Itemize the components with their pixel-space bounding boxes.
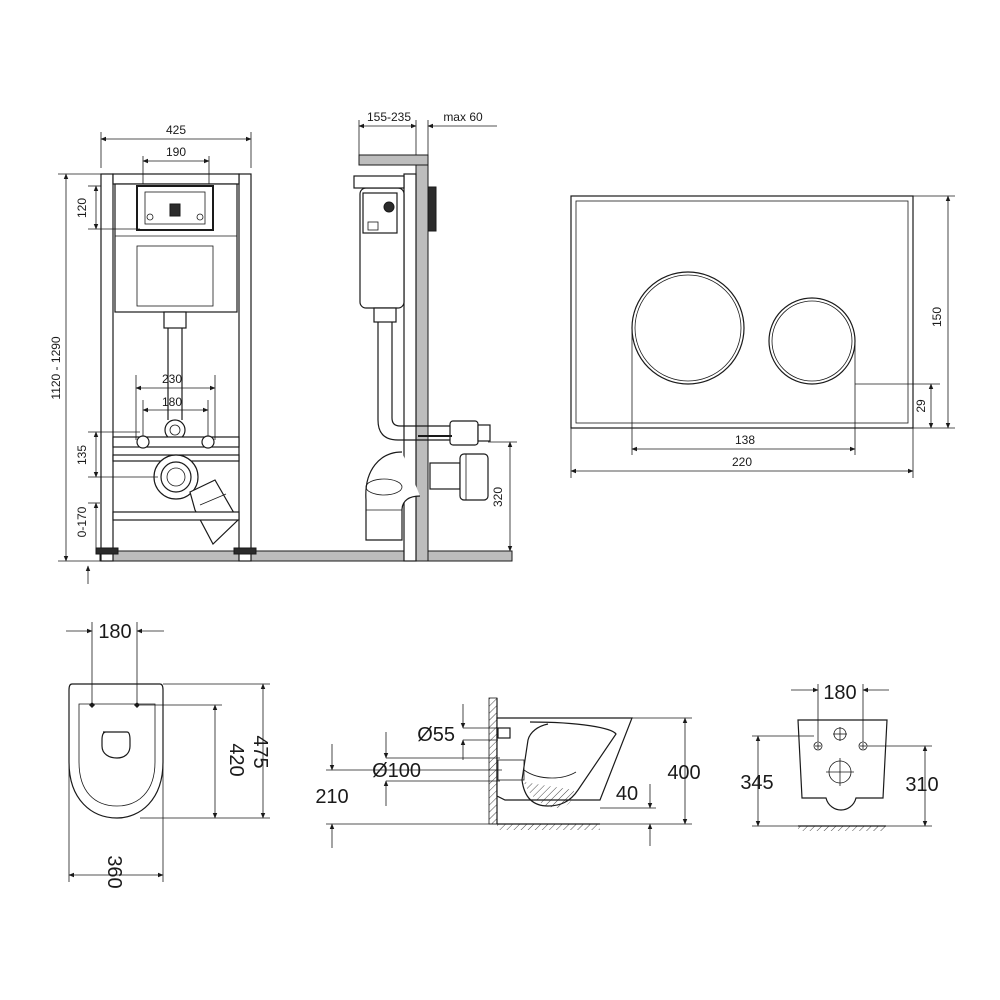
mounting-bolt-right [201, 435, 215, 449]
floor-line [99, 550, 513, 562]
bowl-side-view: Ø55 Ø100 210 400 40 [315, 697, 701, 848]
mounting-bolt-left [136, 435, 150, 449]
drain-elbow-side [365, 451, 421, 541]
dim-back-bolt-spacing: 180 [823, 682, 856, 704]
bowl-top-view: 180 420 475 360 [66, 621, 271, 889]
flush-plate-side [427, 186, 437, 232]
wall-top [358, 154, 429, 166]
wall-section [415, 164, 429, 562]
bowl-hole-top [101, 731, 131, 759]
dim-bowl-depth-outer: 475 [249, 735, 271, 768]
inspection-opening [136, 185, 214, 231]
dim-lip: 40 [616, 783, 638, 805]
bolt-crossbar [112, 436, 240, 448]
dim-outlet-height: 210 [315, 786, 348, 808]
dim-rim-height: 400 [667, 762, 700, 784]
flush-plate-body [570, 195, 914, 429]
dim-bowl-bolt-spacing: 180 [98, 621, 131, 643]
dim-foot-range: 0-170 [75, 506, 89, 537]
dim-plate-height: 150 [930, 307, 944, 327]
dim-back-height-outer: 345 [740, 772, 773, 794]
frame-side-view: 155-235 max 60 320 [353, 110, 517, 562]
frame-top-bar [112, 173, 240, 185]
dim-frame-width: 425 [166, 123, 186, 137]
dim-plate-width: 190 [166, 145, 186, 159]
dim-plate-width: 220 [732, 455, 752, 469]
dim-bolt-spacing-outer: 230 [162, 372, 182, 386]
dim-wall-max: max 60 [443, 110, 483, 124]
flush-button-small [768, 297, 856, 385]
drain-outlet-side [459, 453, 489, 501]
dim-back-height-inner: 310 [905, 774, 938, 796]
flush-pipe-connector [449, 420, 479, 446]
flush-button-large [631, 271, 745, 385]
dim-button-offset: 29 [914, 399, 928, 413]
wall-hatch [488, 697, 498, 825]
dim-inlet-diameter: Ø55 [417, 724, 455, 746]
dim-frame-height: 1120 - 1290 [49, 336, 63, 399]
dim-top-offset: 120 [75, 198, 89, 218]
dim-bowl-width: 360 [103, 855, 125, 888]
bowl-outline-side [496, 717, 633, 801]
dim-button-span: 138 [735, 433, 755, 447]
flush-plate: 150 29 138 220 [570, 195, 955, 478]
dim-frame-depth: 155-235 [367, 110, 411, 124]
dim-bolt-spacing-inner: 180 [162, 395, 182, 409]
frame-front-view: 425 190 1120 - 1290 120 230 180 135 [49, 123, 513, 584]
frame-post-left [100, 173, 114, 562]
cistern [114, 183, 238, 313]
dim-bowl-depth-inner: 420 [225, 743, 247, 776]
dim-bolt-height: 135 [75, 445, 89, 465]
frame-post-right [238, 173, 252, 562]
bowl-back-view: 180 345 310 [740, 682, 939, 831]
dim-outlet-diameter: Ø100 [372, 760, 421, 782]
bowl-outline-back [797, 719, 888, 811]
dim-outlet-height: 320 [491, 487, 505, 507]
